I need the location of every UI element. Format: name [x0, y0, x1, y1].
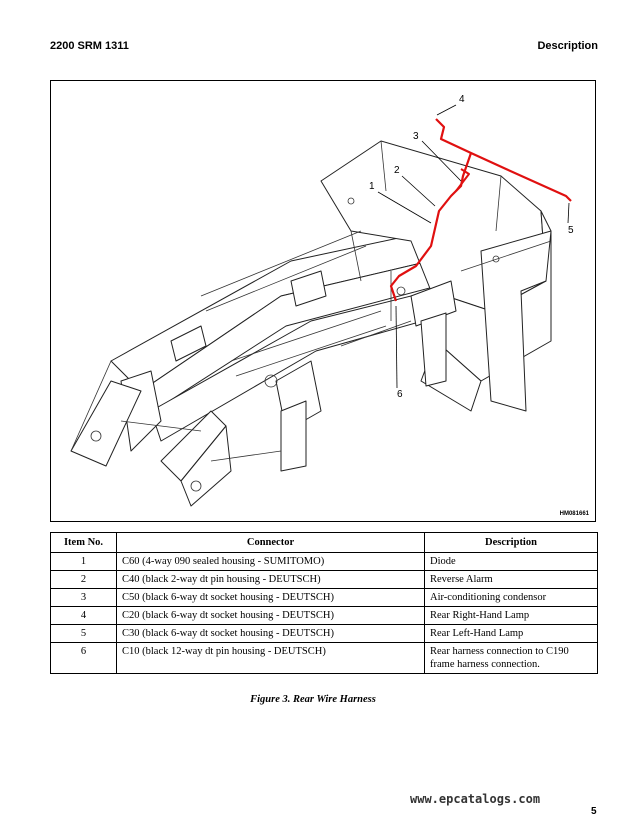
cell-connector: C20 (black 6-way dt socket housing - DEU…: [116, 606, 425, 625]
col-header-connector: Connector: [116, 532, 425, 553]
cell-item: 3: [50, 588, 117, 607]
cell-connector: C30 (black 6-way dt socket housing - DEU…: [116, 624, 425, 643]
figure-caption: Figure 3. Rear Wire Harness: [250, 694, 376, 705]
col-header-item: Item No.: [50, 532, 117, 553]
cell-description: Diode: [424, 552, 598, 571]
callout-6: 6: [397, 389, 403, 400]
cell-connector: C40 (black 2-way dt pin housing - DEUTSC…: [116, 570, 425, 589]
table-row: 6 C10 (black 12-way dt pin housing - DEU…: [50, 642, 598, 674]
figure-rear-wire-harness: 1 2 3 4 5 6 HM081661: [50, 80, 596, 522]
callout-5: 5: [568, 225, 574, 236]
cell-connector: C60 (4-way 090 sealed housing - SUMITOMO…: [116, 552, 425, 571]
callout-4: 4: [459, 94, 465, 105]
cell-item: 1: [50, 552, 117, 571]
table-row: 3 C50 (black 6-way dt socket housing - D…: [50, 588, 598, 607]
cell-connector: C10 (black 12-way dt pin housing - DEUTS…: [116, 642, 425, 674]
col-header-description: Description: [424, 532, 598, 553]
table-header-row: Item No. Connector Description: [50, 532, 598, 553]
callout-2: 2: [394, 165, 400, 176]
table-row: 2 C40 (black 2-way dt pin housing - DEUT…: [50, 570, 598, 589]
header-section-title: Description: [537, 40, 598, 52]
cell-item: 2: [50, 570, 117, 589]
cell-description: Rear Left-Hand Lamp: [424, 624, 598, 643]
cell-description: Rear harness connection to C190 frame ha…: [424, 642, 598, 674]
connector-table: Item No. Connector Description 1 C60 (4-…: [50, 532, 598, 674]
table-row: 5 C30 (black 6-way dt socket housing - D…: [50, 624, 598, 643]
cell-connector: C50 (black 6-way dt socket housing - DEU…: [116, 588, 425, 607]
cell-description: Air-conditioning condensor: [424, 588, 598, 607]
cell-description: Reverse Alarm: [424, 570, 598, 589]
cell-item: 5: [50, 624, 117, 643]
figure-id-code: HM081661: [559, 511, 589, 517]
watermark-url: www.epcatalogs.com: [410, 792, 541, 806]
page-number: 5: [591, 806, 597, 817]
table-row: 4 C20 (black 6-way dt socket housing - D…: [50, 606, 598, 625]
callout-3: 3: [413, 131, 419, 142]
cell-description: Rear Right-Hand Lamp: [424, 606, 598, 625]
header-doc-id: 2200 SRM 1311: [50, 40, 129, 52]
cell-item: 6: [50, 642, 117, 674]
cell-item: 4: [50, 606, 117, 625]
frame-drawing: [70, 104, 572, 507]
table-row: 1 C60 (4-way 090 sealed housing - SUMITO…: [50, 552, 598, 571]
callout-1: 1: [369, 181, 375, 192]
